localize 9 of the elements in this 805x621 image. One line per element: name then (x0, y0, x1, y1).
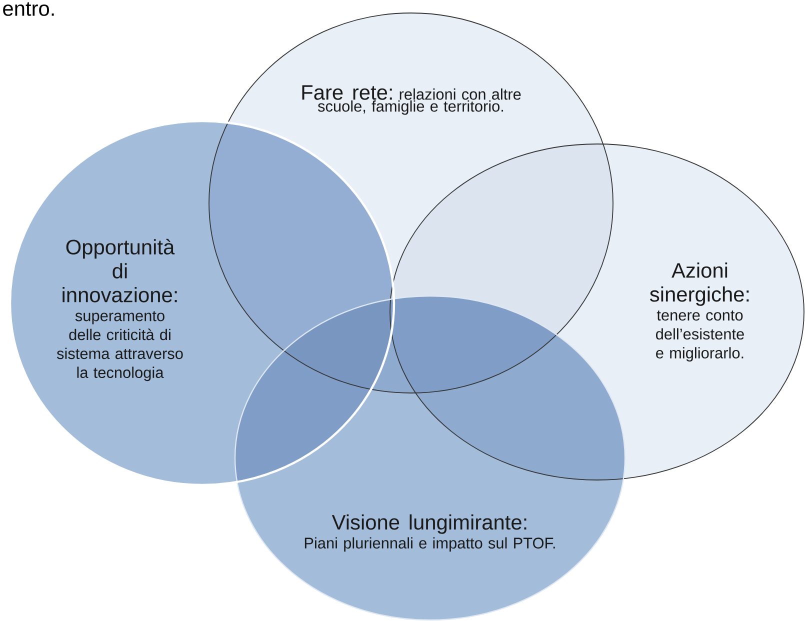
circle-text: Opportunità di innovazione: superamento delle criticità di sistema attraverso la tecnologia (56, 238, 183, 382)
venn-circle (208, 12, 614, 394)
circle-text: Azioni sinergiche: tenere conto dell’esistente e migliorarlo. (650, 262, 749, 362)
circle-text: Fare rete: relazioni con altre scuole, famiglie e territorio. (302, 85, 521, 115)
venn-circle (234, 295, 626, 621)
venn-circle (8, 120, 396, 486)
cut-text: entro. (3, 2, 54, 16)
venn-circle (390, 144, 804, 480)
circle-text: Visione lungimirante: Piani pluriennali e impatto sul PTOF. (304, 514, 555, 552)
